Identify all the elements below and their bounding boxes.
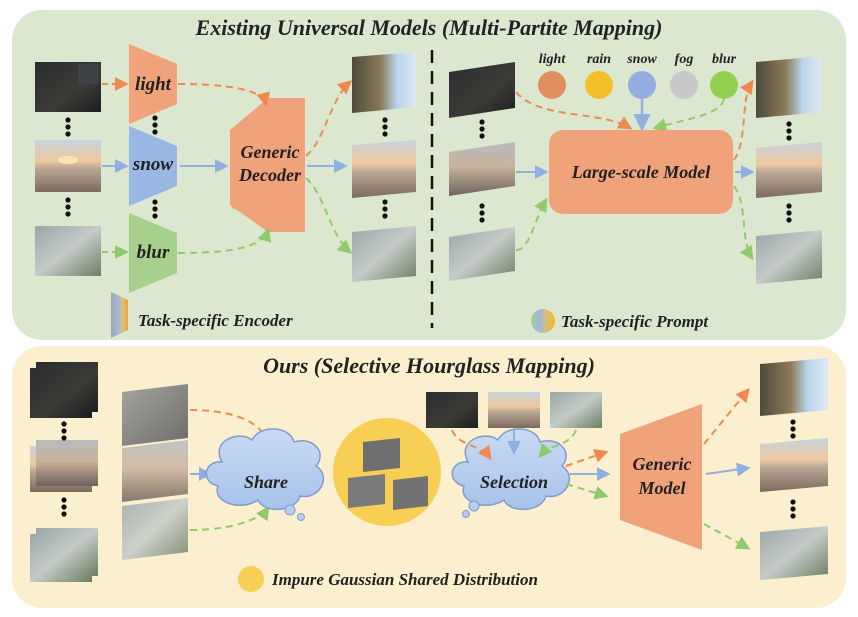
arrow-features-to-share-1	[189, 409, 271, 445]
ellipsis-dots-bottom-in	[61, 421, 67, 517]
svg-text:Task-specific Encoder: Task-specific Encoder	[138, 311, 293, 330]
svg-text:fog: fog	[675, 52, 694, 67]
svg-text:Large-scale Model: Large-scale Model	[571, 162, 710, 182]
arrow-selection-out-3	[565, 483, 609, 500]
share-cloud: Share	[205, 428, 325, 521]
svg-text:blur: blur	[137, 242, 170, 263]
ellipsis-dots-bottom-out	[790, 419, 796, 519]
output-images-bottom	[760, 358, 828, 580]
ellipsis-dots-left-out	[382, 117, 388, 219]
input-images-right	[449, 62, 515, 281]
prompt-dot-snow	[628, 71, 656, 99]
svg-text:Generic: Generic	[633, 454, 692, 474]
svg-text:Model: Model	[638, 478, 686, 498]
legend-shared-distribution: Impure Gaussian Shared Distribution	[238, 566, 538, 592]
top-panel-title: Existing Universal Models (Multi-Partite…	[195, 15, 663, 40]
svg-text:Share: Share	[244, 472, 288, 492]
svg-text:Decoder: Decoder	[238, 165, 302, 185]
ellipsis-dots-right-in	[479, 119, 485, 223]
arrow-blur-to-decoder	[177, 227, 272, 254]
output-images-right	[756, 56, 822, 284]
svg-text:Task-specific Prompt: Task-specific Prompt	[561, 312, 709, 331]
arrow-model-out-1	[733, 79, 754, 161]
arrow-blur-prompt-to-model	[652, 98, 725, 132]
output-images-left	[352, 52, 416, 282]
input-image-snow	[35, 140, 101, 192]
svg-text:light: light	[135, 74, 172, 95]
arrow-decoder-out-1	[305, 80, 353, 157]
prompt-labels: light rain snow fog blur	[539, 52, 737, 67]
svg-text:snow: snow	[626, 52, 657, 67]
input-image-blur	[35, 226, 101, 276]
arrow-blur-input-to-model	[515, 197, 548, 251]
bottom-panel-title: Ours (Selective Hourglass Mapping)	[263, 353, 595, 378]
svg-text:Impure Gaussian Shared Distrib: Impure Gaussian Shared Distribution	[271, 570, 538, 589]
generic-decoder: Generic Decoder	[230, 98, 305, 232]
ellipsis-dots-right-out	[786, 121, 792, 223]
arrow-ref-light	[451, 429, 492, 461]
arrow-decoder-out-3	[305, 177, 353, 254]
generic-model: Generic Model	[620, 404, 702, 550]
input-images-left	[35, 62, 101, 276]
arrow-light-to-decoder	[177, 83, 271, 107]
arrow-model-out-3	[733, 185, 754, 261]
shared-distribution-circle	[333, 418, 441, 526]
selection-reference-images	[426, 392, 602, 428]
svg-text:Generic: Generic	[241, 142, 300, 162]
prompt-dot-blur	[710, 71, 738, 99]
prompt-dot-rain	[585, 71, 613, 99]
encoder-light: light	[129, 44, 177, 124]
input-stack-bottom	[30, 362, 98, 582]
svg-text:snow: snow	[132, 154, 173, 175]
encoder-blur: blur	[129, 213, 177, 293]
large-scale-model	[549, 130, 733, 214]
arrow-model-bottom-out-2	[705, 462, 751, 477]
svg-text:Selection: Selection	[480, 472, 548, 492]
arrow-light-prompt-to-model	[515, 91, 633, 130]
prompt-dots	[538, 71, 738, 99]
legend-task-specific-encoder: Task-specific Encoder	[111, 292, 293, 338]
svg-text:blur: blur	[712, 52, 737, 67]
arrow-model-bottom-out-3	[703, 523, 751, 550]
svg-text:rain: rain	[587, 52, 611, 67]
feature-maps	[122, 384, 188, 560]
svg-text:light: light	[539, 52, 567, 67]
arrow-ref-blur	[538, 429, 577, 459]
prompt-dot-light	[538, 71, 566, 99]
prompt-dot-fog	[670, 71, 698, 99]
legend-task-specific-prompt: Task-specific Prompt	[531, 309, 709, 333]
encoder-snow: snow	[129, 126, 177, 206]
arrow-features-to-share-3	[189, 505, 270, 531]
ellipsis-dots-left	[65, 115, 158, 219]
